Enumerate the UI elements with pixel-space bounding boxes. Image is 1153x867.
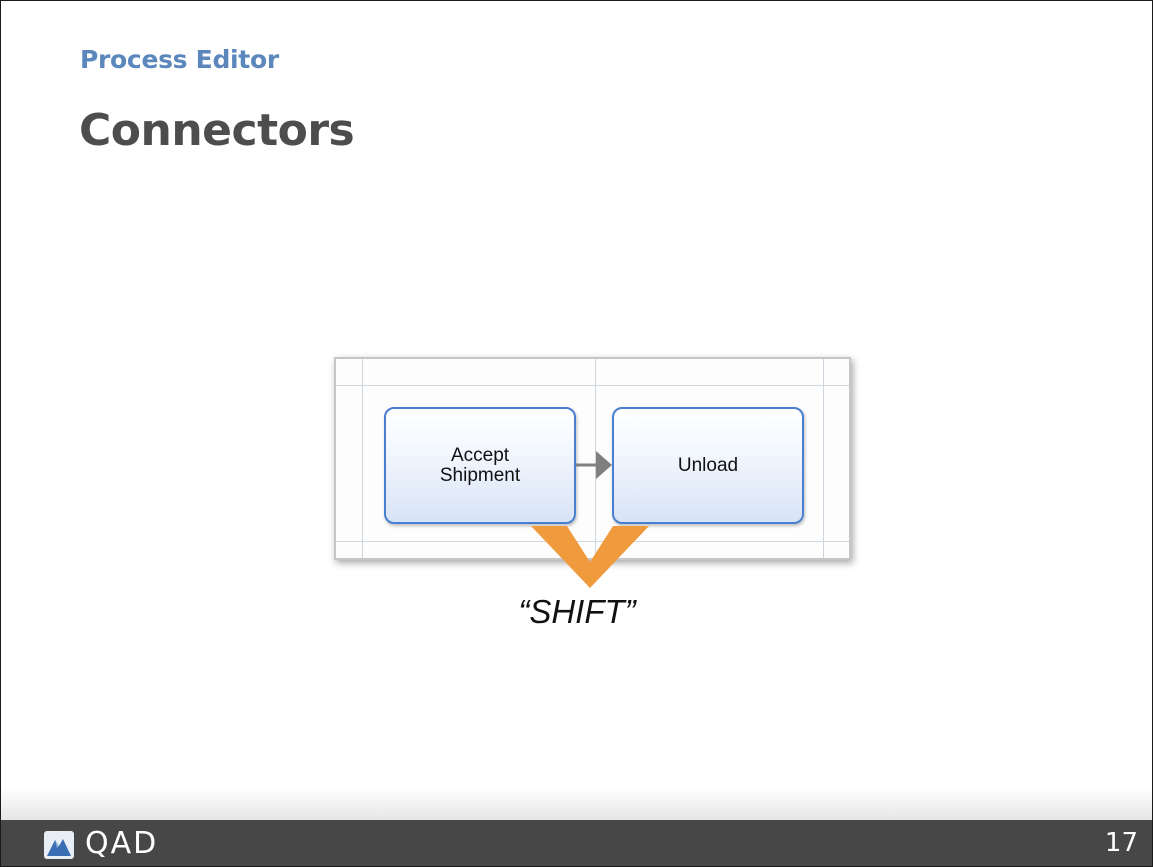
process-editor-canvas[interactable]: Accept Shipment Unload	[334, 357, 851, 560]
chevron-down-icon	[531, 526, 649, 588]
footer-fade	[1, 788, 1152, 820]
grid-line	[336, 541, 849, 542]
section-title: Process Editor	[80, 45, 279, 74]
grid-line	[823, 359, 824, 558]
connector-arrow-icon[interactable]	[576, 443, 616, 487]
shift-key-hint: “SHIFT”	[518, 593, 636, 630]
grid-line	[336, 385, 849, 386]
page-title: Connectors	[79, 105, 355, 156]
process-node-accept-shipment[interactable]: Accept Shipment	[384, 407, 576, 524]
page-number: 17	[1104, 828, 1138, 858]
node-label: Accept Shipment	[439, 444, 521, 486]
footer-bar: QAD 17	[1, 820, 1152, 866]
grid-line	[595, 359, 596, 558]
process-node-unload[interactable]: Unload	[612, 407, 804, 524]
qad-logo-text: QAD	[85, 826, 159, 861]
qad-logo-icon	[44, 831, 74, 859]
grid-line	[362, 359, 363, 558]
node-label: Unload	[677, 454, 739, 476]
